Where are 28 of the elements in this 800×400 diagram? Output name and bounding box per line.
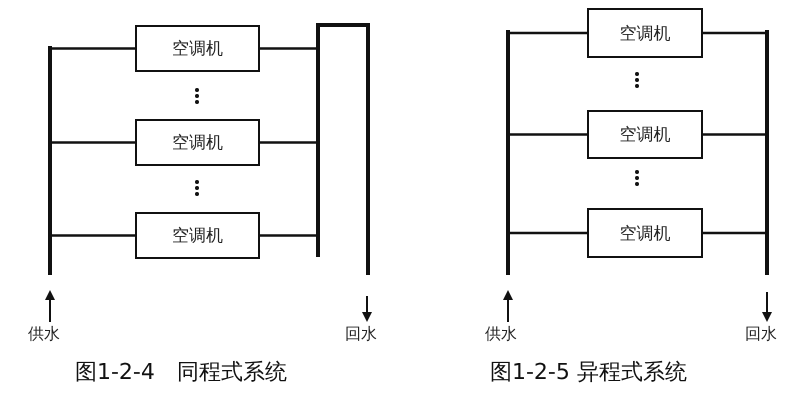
- unit-box: 空调机: [587, 8, 703, 58]
- pipe: [506, 30, 510, 275]
- unit-box: 空调机: [135, 119, 260, 166]
- pipe: [765, 30, 769, 275]
- unit-box: 空调机: [135, 25, 260, 72]
- pipe-branch: [52, 47, 135, 50]
- unit-box: 空调机: [587, 208, 703, 258]
- unit-box: 空调机: [587, 110, 703, 159]
- pipe-branch: [52, 141, 135, 144]
- flow-label: 供水: [485, 324, 517, 345]
- pipe-branch: [703, 133, 765, 136]
- pipe-branch: [510, 232, 587, 234]
- pipe-branch: [703, 232, 765, 234]
- unit-box: 空调机: [135, 212, 260, 259]
- pipe-branch: [260, 47, 316, 50]
- flow-label: 回水: [345, 324, 377, 345]
- figure-caption: 图1-2-4 同程式系统: [75, 359, 287, 387]
- pipe-branch: [510, 133, 587, 136]
- pipe-branch: [260, 141, 316, 144]
- flow-label: 回水: [745, 324, 777, 345]
- pipe-branch: [260, 234, 316, 237]
- figure-caption: 图1-2-5 异程式系统: [490, 359, 687, 387]
- pipe: [48, 46, 52, 275]
- pipe-branch: [52, 234, 135, 237]
- pipe-branch: [703, 32, 765, 34]
- pipe-branch: [510, 32, 587, 34]
- return-pipe: [316, 23, 370, 275]
- flow-label: 供水: [28, 324, 60, 345]
